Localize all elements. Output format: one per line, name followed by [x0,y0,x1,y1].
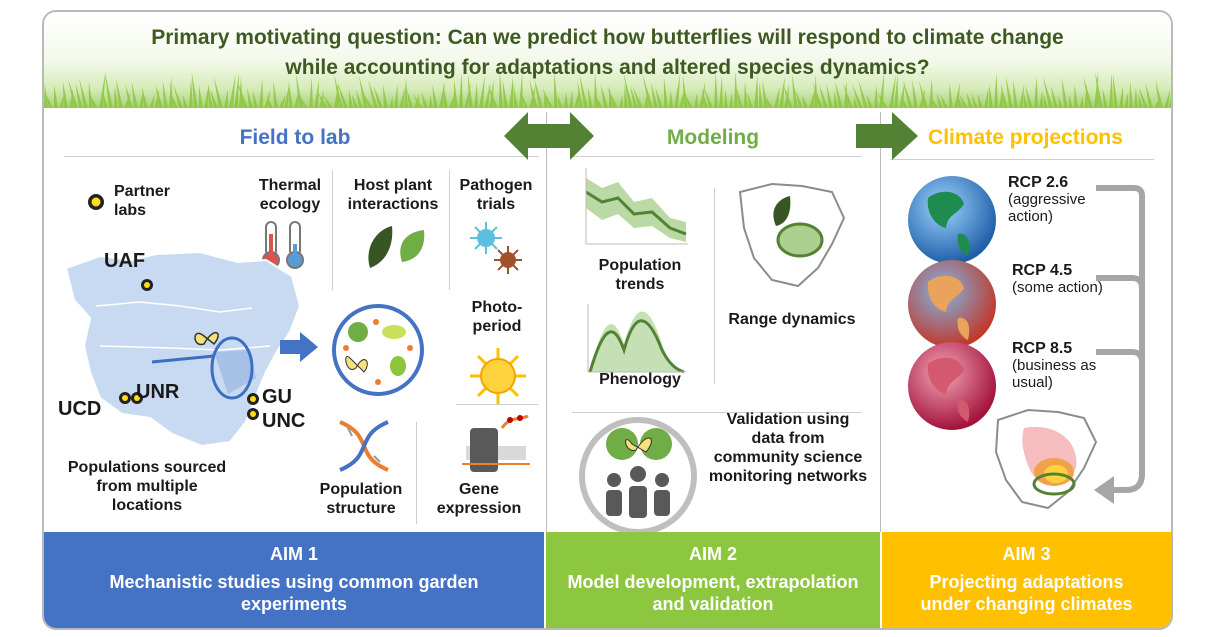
aim3-banner: AIM 3 Projecting adaptations under chang… [882,532,1171,628]
populations-label: Populations sourced from multiple locati… [67,459,227,514]
climate-underline [890,159,1154,160]
validation-label: Validation using data from community sci… [708,411,868,485]
photoperiod-label: Photo-period [471,299,523,335]
diagram-frame: Primary motivating question: Can we pred… [42,10,1173,630]
partner-lab-marker-icon [88,194,104,210]
gene-expression-label: Gene expression [436,481,522,517]
range-map-icon [738,182,846,288]
phenology-label: Phenology [599,371,681,388]
modeling-divider-b [572,412,862,413]
aim2-banner: AIM 2 Model development, extrapolation a… [546,532,880,628]
leaf-icon [368,226,425,268]
rcp45-desc: (some action) [1012,279,1103,296]
header-banner: Primary motivating question: Can we pred… [44,12,1171,108]
question-line-1: Primary motivating question: Can we pred… [151,26,1064,49]
field-divider-a [332,170,333,290]
divider-1 [546,112,547,532]
aim1-desc: Mechanistic studies using common garden … [109,572,479,614]
gene-expression-icon [462,414,530,472]
partner-labs-label: Partner labs [114,183,171,219]
site-marker-ucd-unr [119,392,143,404]
field-title: Field to lab [239,126,351,149]
pathogen-icon [470,222,522,274]
modeling-underline [572,156,862,157]
grass-decoration [44,70,1171,108]
globe-rcp45-icon [908,260,996,348]
site-marker-uaf [141,279,153,291]
aim2-desc: Model development, extrapolation and val… [567,572,859,614]
climate-title: Climate projections [928,126,1123,149]
field-divider-b [449,170,450,290]
rcp85-block: RCP 8.5 (business as usual) [1012,340,1112,391]
rcp26-desc: (aggressive action) [1008,191,1086,225]
butterfly-net-icon [151,332,256,400]
population-structure-label: Population structure [319,481,403,517]
modeling-title: Modeling [666,126,760,149]
rcp45-block: RCP 4.5 (some action) [1012,262,1112,296]
field-underline [64,156,539,157]
aim3-desc: Projecting adaptations under changing cl… [920,572,1133,614]
dna-icon [339,420,389,472]
site-uaf: UAF [104,250,146,272]
rcp85-name: RCP 8.5 [1012,340,1073,357]
population-trends-chart [585,168,688,245]
rcp85-desc: (business as usual) [1012,357,1097,391]
rcp26-block: RCP 2.6 (aggressive action) [1008,174,1118,225]
question-line-2: while accounting for adaptations and alt… [285,56,930,79]
range-dynamics-label: Range dynamics [728,311,856,328]
site-gu: GU [262,386,292,408]
aim1-banner: AIM 1 Mechanistic studies using common g… [44,532,544,628]
field-divider-c [456,404,538,405]
right-arrow-icon [856,112,918,160]
scenario-bracket-arrow [1094,185,1145,504]
to-lab-arrow-icon [280,332,318,362]
field-divider-d [416,422,417,524]
thermal-ecology-label: Thermal ecology [258,177,322,213]
globe-rcp85-icon [908,342,996,430]
site-marker-gu-unc [247,393,259,420]
pathogen-label: Pathogen trials [459,177,533,213]
divider-2 [880,112,881,532]
site-unc: UNC [262,410,306,432]
phenology-chart [587,304,686,374]
host-plant-label: Host plant interactions [347,177,439,213]
rcp45-name: RCP 4.5 [1012,262,1073,279]
aim1-title: AIM 1 [269,544,318,564]
projected-range-map [994,408,1098,510]
site-ucd: UCD [58,398,102,420]
modeling-divider-a [714,188,715,384]
population-trends-label: Population trends [598,257,682,293]
aim2-title: AIM 2 [688,544,737,564]
rcp26-name: RCP 2.6 [1008,174,1069,191]
site-unr: UNR [136,381,180,403]
community-science-icon [579,417,697,535]
double-arrow-icon [504,112,594,160]
sun-icon [470,348,526,404]
life-cycle-icon [332,304,424,396]
aim3-title: AIM 3 [1002,544,1051,564]
globe-rcp26-icon [908,176,996,264]
